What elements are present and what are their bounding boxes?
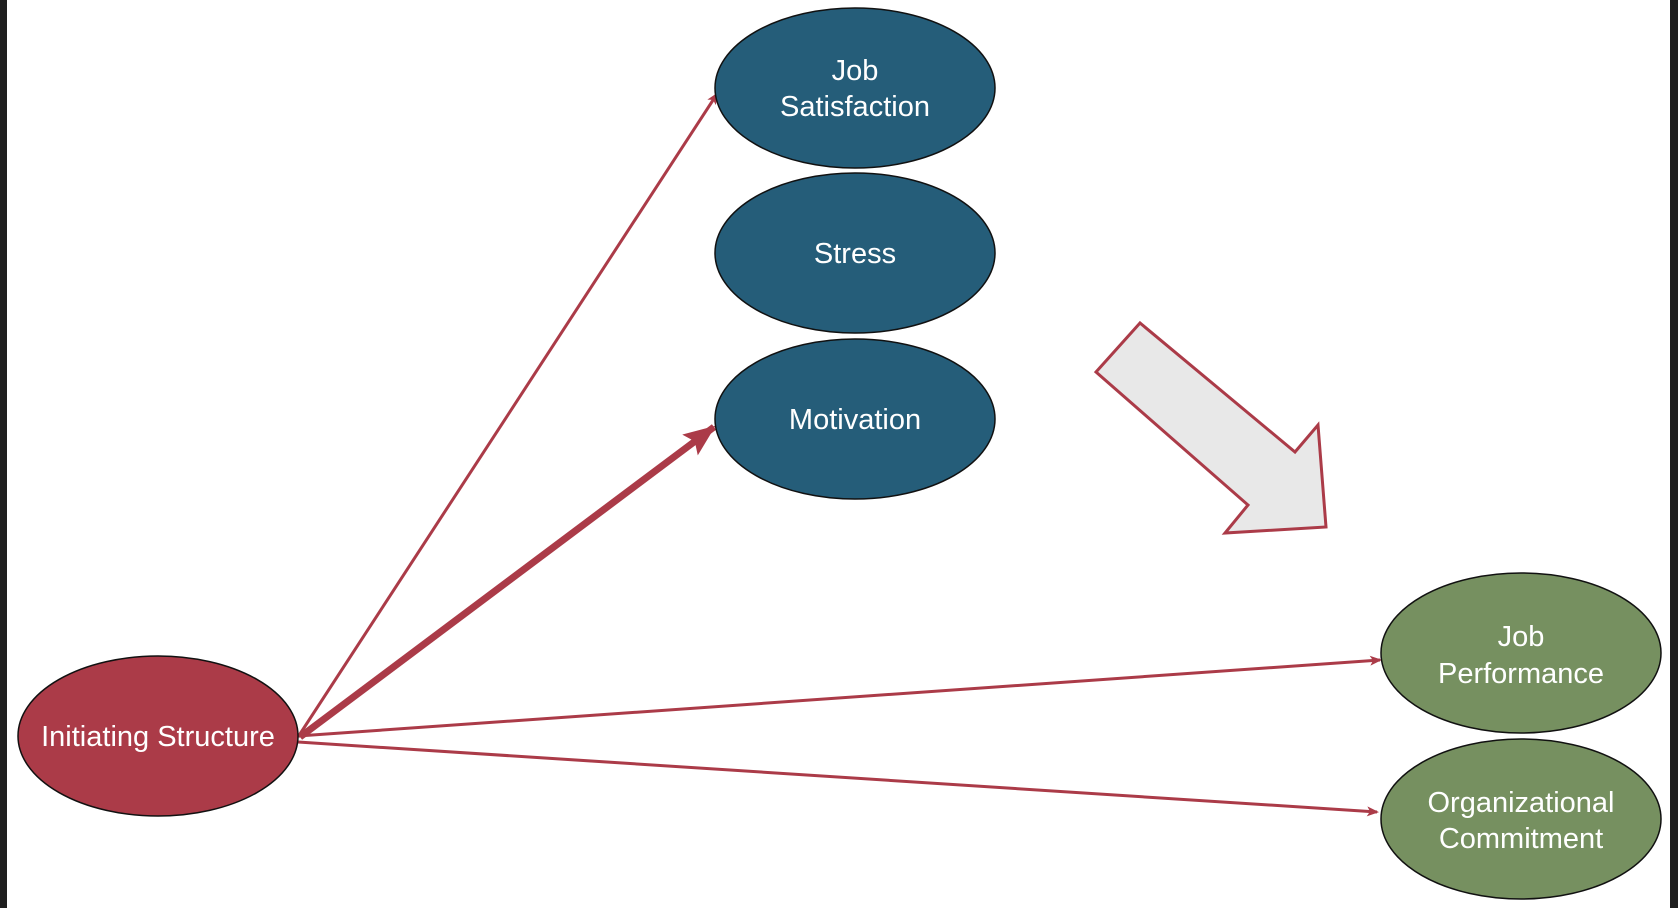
left-window-edge bbox=[0, 0, 7, 908]
node-organizational-commitment-line1: Organizational bbox=[1428, 787, 1615, 819]
node-job-performance: Job Performance bbox=[1380, 572, 1662, 734]
node-job-satisfaction-line2: Satisfaction bbox=[780, 91, 930, 123]
node-job-performance-line1: Job bbox=[1498, 621, 1545, 653]
node-job-performance-line2: Performance bbox=[1438, 658, 1604, 690]
arrow-to-organizational-commitment bbox=[297, 740, 1379, 817]
arrow-to-job-satisfaction bbox=[296, 92, 719, 738]
arrow-to-job-performance bbox=[297, 655, 1382, 738]
block-arrow-icon bbox=[1093, 320, 1328, 535]
node-stress: Stress bbox=[714, 172, 996, 334]
node-job-satisfaction: Job Satisfaction bbox=[714, 7, 996, 169]
node-motivation-label: Motivation bbox=[789, 404, 921, 436]
node-job-satisfaction-line1: Job bbox=[832, 55, 879, 87]
node-stress-label: Stress bbox=[814, 238, 896, 270]
node-organizational-commitment-line2: Commitment bbox=[1439, 823, 1603, 855]
node-motivation: Motivation bbox=[714, 338, 996, 500]
arrow-to-motivation bbox=[297, 424, 717, 740]
node-initiating-structure-label: Initiating Structure bbox=[41, 721, 275, 753]
right-window-edge bbox=[1670, 0, 1678, 908]
node-initiating-structure: Initiating Structure bbox=[17, 655, 299, 817]
node-organizational-commitment: Organizational Commitment bbox=[1380, 738, 1662, 900]
